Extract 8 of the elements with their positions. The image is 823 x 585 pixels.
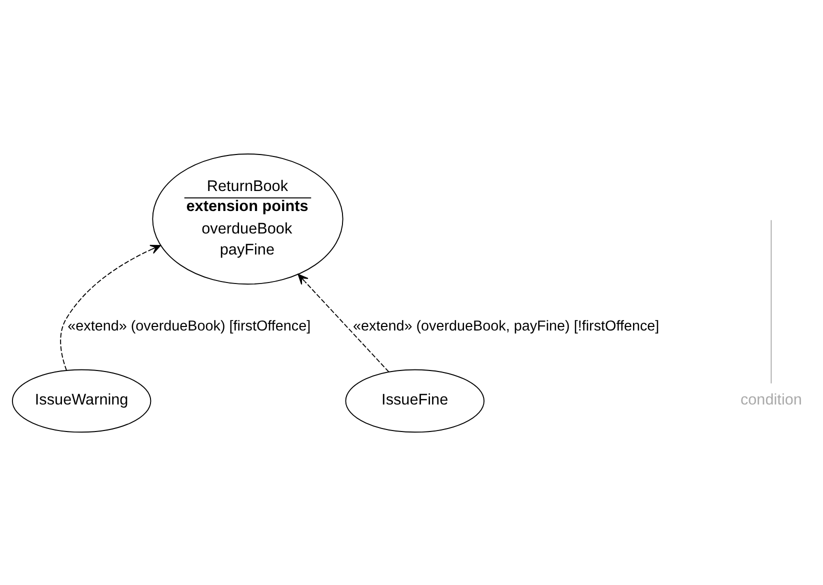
node-ellipse: IssueFine — [345, 368, 484, 432]
edge-label: «extend» (overdueBook, payFine) [!firstOffence] — [353, 318, 660, 334]
edge-label: «extend» (overdueBook) [firstOffence] — [68, 318, 311, 334]
arrow — [60, 244, 161, 370]
node-text: condition — [740, 391, 802, 408]
connector — [770, 219, 772, 384]
arrow — [298, 273, 390, 372]
node-ellipse: IssueWarning — [12, 368, 152, 432]
